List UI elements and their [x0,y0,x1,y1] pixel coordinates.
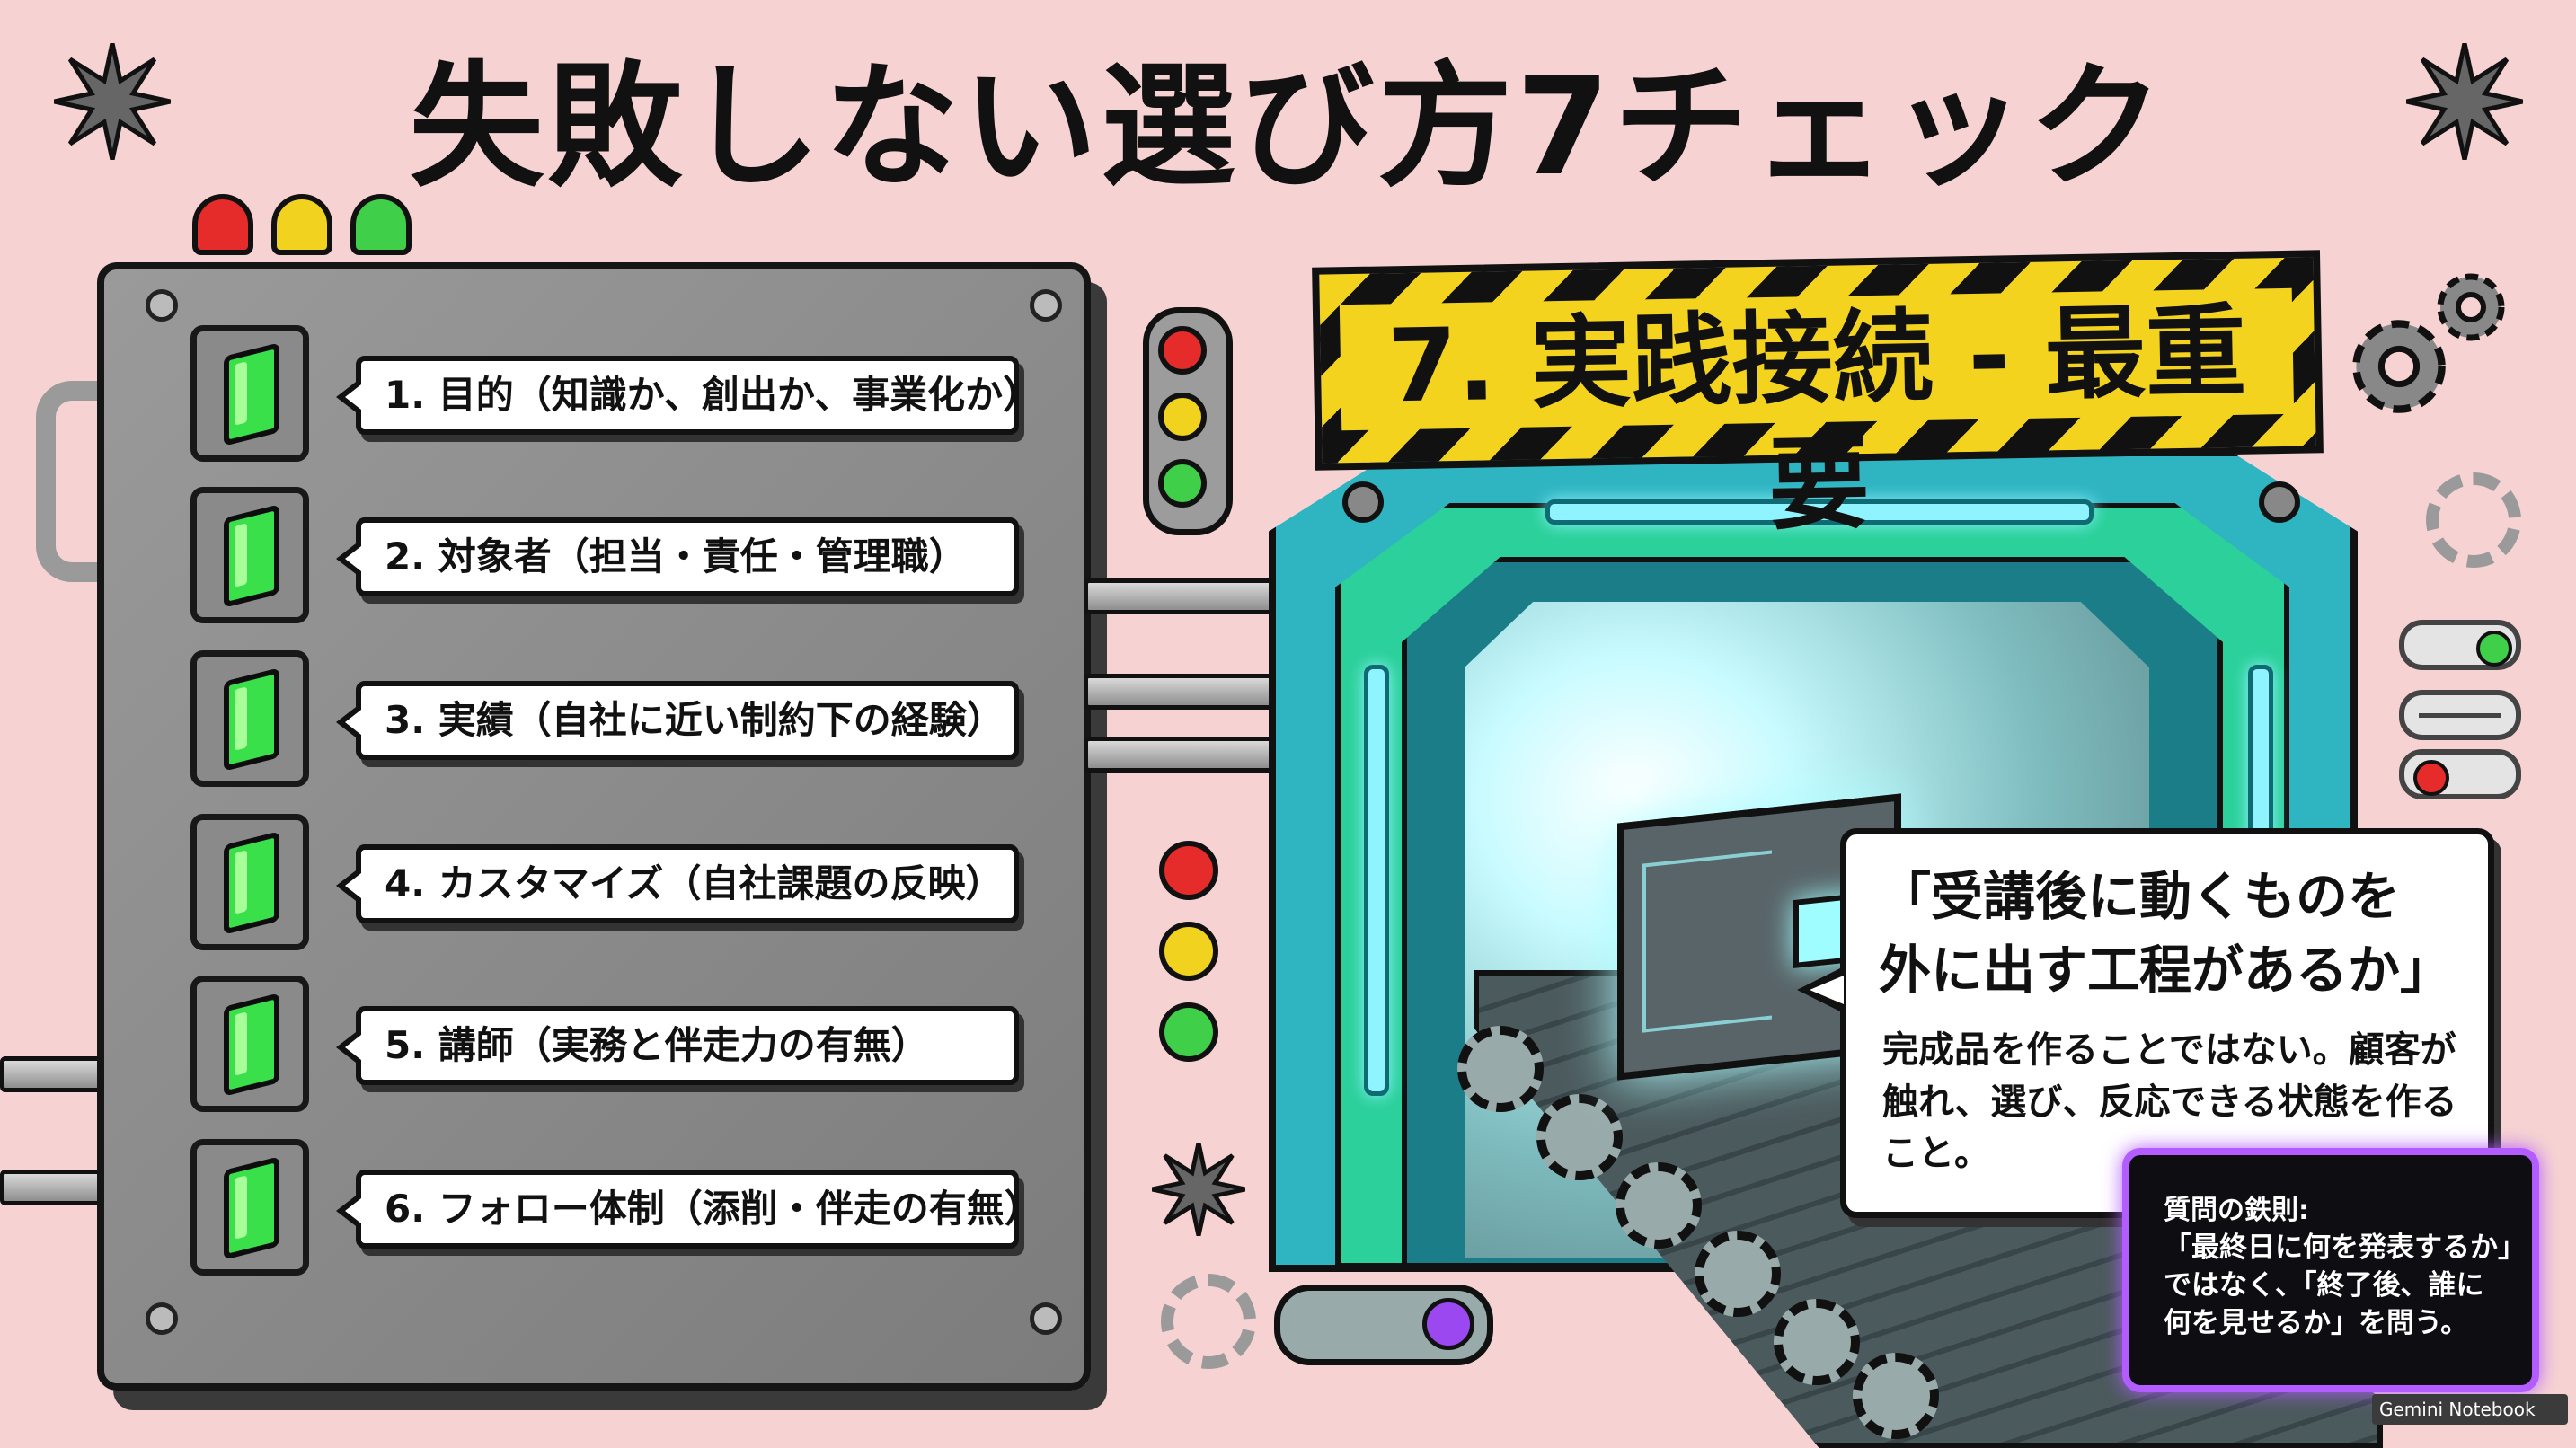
neon-light [1545,499,2094,525]
green-lamp-icon [1159,1002,1218,1062]
starburst-icon [54,43,171,160]
bolt-icon [1342,481,1384,523]
sign-title: 7. 実践接続 - 最重要 [1385,293,2248,544]
quote-line-2: 外に出す工程があるか」 [1879,940,2453,1002]
tip-title: 質問の鉄則: [2164,1195,2309,1226]
gear-icon [1616,1162,1702,1249]
quote-line-1: 「受講後に動くものを [1879,866,2401,927]
brand-label: Gemini Notebook [2379,1399,2536,1420]
red-lamp-icon [192,194,253,255]
screw-icon [1030,1302,1062,1335]
toggle-icon[interactable] [2399,690,2521,740]
checklist-item-2: 2. 対象者（担当・責任・管理職） [336,517,1019,596]
green-lamp-icon [350,194,412,255]
checklist-item-5: 5. 講師（実務と伴走力の有無） [336,1006,1019,1085]
traffic-light [1143,307,1233,535]
tip-line-3: 何を見せるか」を問う。 [2164,1307,2469,1340]
tip-line-2: ではなく、「終了後、誰に [2164,1269,2484,1302]
toggle-switch-5[interactable] [190,976,309,1112]
bubble-quote: 「受講後に動くものを 外に出す工程があるか」 [1879,860,2472,1008]
red-lamp-icon [1159,841,1218,900]
starburst-icon [1152,1143,1245,1236]
red-lamp-icon [1158,326,1207,375]
screw-icon [1030,289,1062,322]
pipe [1084,737,1278,773]
checklist-item-4: 4. カスタマイズ（自社課題の反映） [336,844,1019,923]
toggle-icon[interactable] [2399,749,2521,799]
hazard-sign: 7. 実践接続 - 最重要 [1312,250,2324,544]
loading-ring-icon [2426,472,2521,568]
yellow-lamp-icon [1159,922,1218,981]
toggle-switch-2[interactable] [190,487,309,623]
yellow-lamp-icon [271,194,332,255]
bolt-icon [2259,481,2300,523]
checklist-item-1: 1. 目的（知識か、創出か、事業化か） [336,356,1040,435]
gear-icon [1853,1353,1939,1439]
toggle-switch-4[interactable] [190,814,309,950]
checklist-item-3: 3. 実績（自社に近い制約下の経験） [336,681,1019,760]
toggle-switch-3[interactable] [190,650,309,787]
tip-box: 質問の鉄則: 「最終日に何を発表するか」 ではなく、「終了後、誰に 何を見せるか… [2122,1148,2539,1392]
pipe [1084,674,1278,710]
tip-line-1: 「最終日に何を発表するか」 [2164,1232,2526,1264]
toggle-switch-6[interactable] [190,1139,309,1276]
pipe [1084,578,1278,614]
gear-icon [1457,1026,1544,1112]
gear-icon [1695,1231,1781,1317]
gear-icon [1536,1094,1623,1180]
loading-ring-icon [1161,1274,1256,1369]
tip-body: 「最終日に何を発表するか」 ではなく、「終了後、誰に 何を見せるか」を問う。 [2164,1229,2526,1342]
bubble-tail-fill [1810,976,1844,1004]
checklist-panel: 1. 目的（知識か、創出か、事業化か） 2. 対象者（担当・責任・管理職） 3.… [97,262,1091,1391]
neon-light [1364,665,1389,1096]
page-title: 失敗しない選び方7チェック [409,49,2167,206]
screw-icon [146,289,178,322]
toggle-knob-icon [1422,1298,1474,1350]
green-lamp-icon [1158,459,1207,508]
checklist-item-6: 6. フォロー体制（添削・伴走の有無） [336,1170,1042,1249]
purple-toggle[interactable] [1274,1285,1493,1365]
pipe [0,1170,108,1205]
neon-light [2248,665,2273,853]
gear-icon [1774,1299,1860,1385]
gear-icon [2437,273,2505,341]
screw-icon [146,1302,178,1335]
brand-badge: Gemini Notebook [2372,1394,2568,1425]
toggle-icon[interactable] [2399,620,2521,670]
toggle-switch-1[interactable] [190,325,309,462]
starburst-icon [2406,43,2523,160]
yellow-lamp-icon [1158,393,1207,441]
pipe [0,1056,108,1092]
bubble-description: 完成品を作ることではない。顧客が触れ、選び、反応できる状態を作ること。 [1882,1029,2457,1175]
gear-icon [2352,320,2446,413]
